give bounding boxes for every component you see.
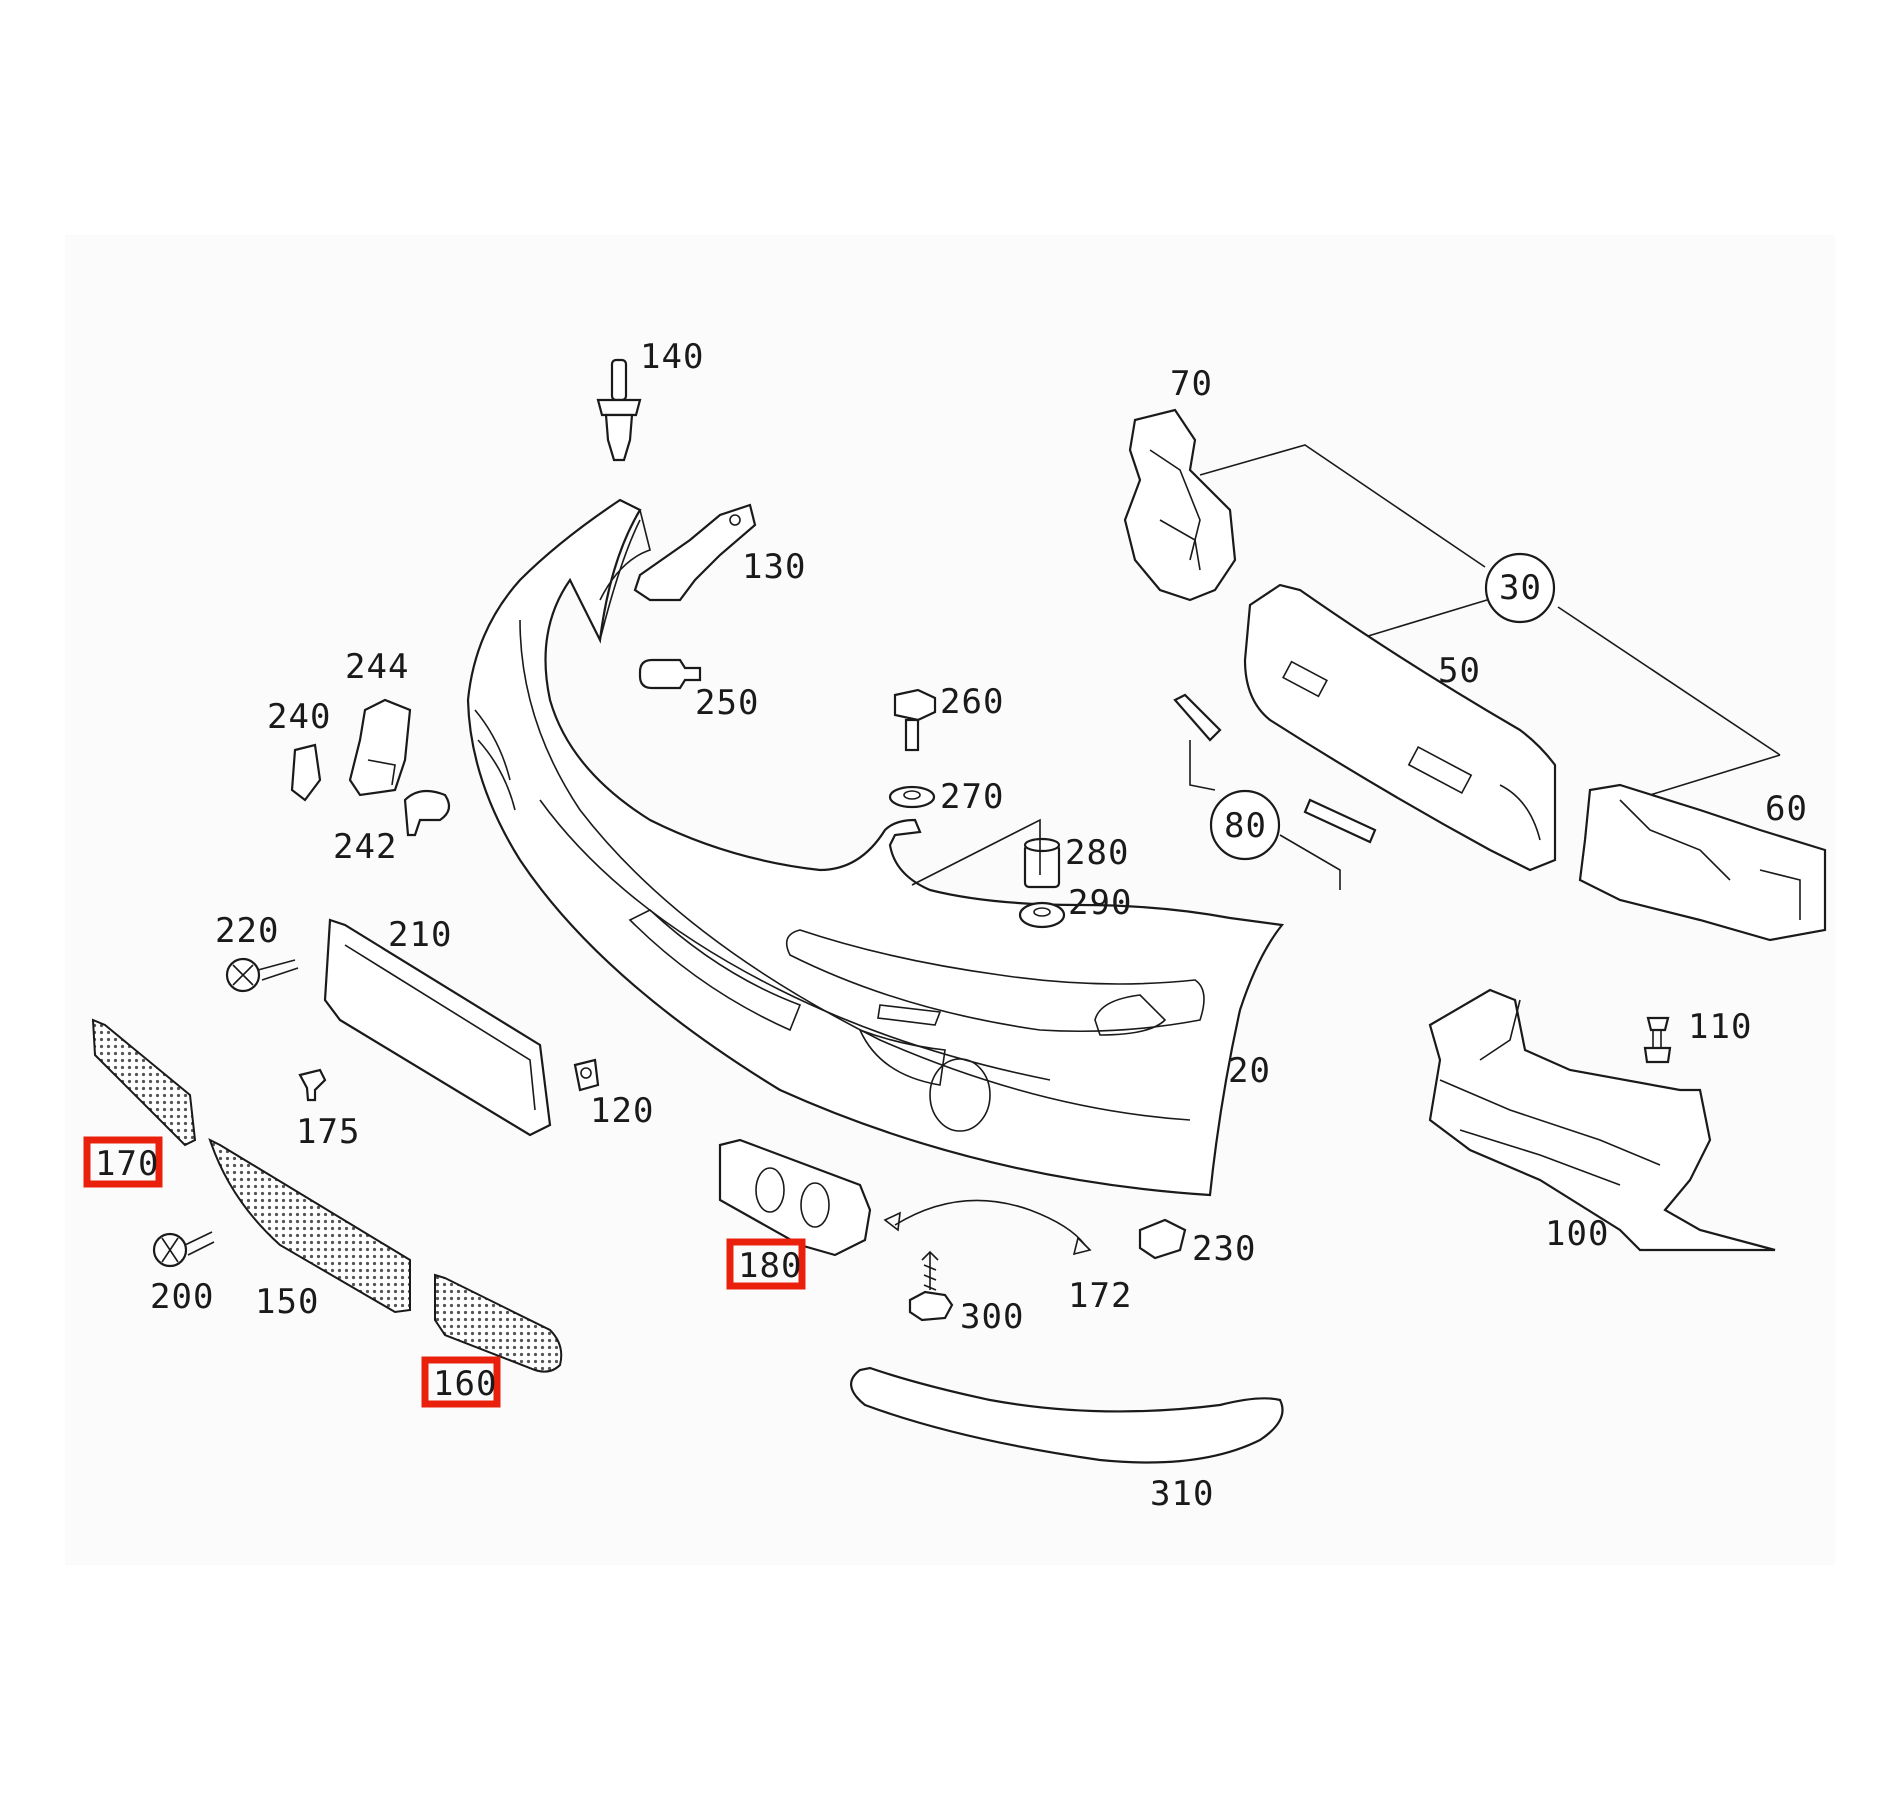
trim-strip-part-310[interactable] [850,1366,1284,1464]
label-200: 200 [150,1277,214,1317]
screw-part-220[interactable] [225,957,299,993]
highlight-box-160 [421,1356,501,1408]
label-120: 120 [590,1091,654,1131]
highlight-box-180 [726,1238,806,1290]
license-plate-base-part-210[interactable] [323,918,552,1137]
label-260: 260 [940,682,1004,722]
washer-part-270[interactable] [888,785,936,809]
assembly-group-30 [1199,444,1781,796]
label-220: 220 [215,911,279,951]
energy-absorber-part-50[interactable] [1243,583,1557,872]
label-270: 270 [940,777,1004,817]
label-160: 160 [433,1364,497,1404]
label-150: 150 [255,1282,319,1322]
label-175: 175 [296,1112,360,1152]
label-310: 310 [1150,1474,1214,1514]
label-170: 170 [95,1144,159,1184]
bumper-cover-part-20[interactable] [466,498,1285,1197]
label-30: 30 [1499,568,1542,608]
direction-arrow-part-172 [883,1199,1092,1256]
highlight-box-170 [83,1136,163,1188]
label-70: 70 [1170,364,1213,404]
nut-part-230[interactable] [1138,1218,1187,1260]
side-grille-part-170[interactable] [91,1018,197,1147]
push-rivet-part-140[interactable] [596,358,642,462]
label-300: 300 [960,1297,1024,1337]
screw-part-200[interactable] [152,1231,215,1268]
label-50: 50 [1438,651,1481,691]
label-60: 60 [1765,789,1808,829]
label-172: 172 [1068,1276,1132,1316]
label-210: 210 [388,915,452,955]
label-244: 244 [345,647,409,687]
label-140: 140 [640,337,704,377]
side-grille-part-160[interactable] [434,1273,563,1373]
label-230: 230 [1192,1229,1256,1269]
label-130: 130 [742,547,806,587]
assembly-group-80 [1173,693,1377,890]
center-grille-part-150[interactable] [208,1138,411,1314]
bracket-part-130[interactable] [633,503,757,602]
nut-part-120[interactable] [573,1058,600,1092]
clip-part-250[interactable] [638,658,702,690]
label-290: 290 [1068,883,1132,923]
label-20: 20 [1228,1051,1271,1091]
tow-hook-cover-part-240[interactable] [290,743,322,802]
clip-part-110[interactable] [1643,1016,1672,1064]
screw-part-300[interactable] [908,1250,954,1322]
label-280: 280 [1065,833,1129,873]
clip-part-175[interactable] [298,1068,327,1102]
label-242: 242 [333,827,397,867]
label-180: 180 [738,1246,802,1286]
mount-bracket-part-60[interactable] [1578,783,1827,942]
label-80: 80 [1224,806,1267,846]
bumper-carrier-part-100[interactable] [1428,988,1776,1252]
tow-hook-cover-bracket-part-244[interactable] [348,698,412,797]
fog-lamp-trim-part-180[interactable] [718,1138,872,1257]
mount-bracket-part-70[interactable] [1123,408,1237,602]
clip-part-242[interactable] [403,789,451,837]
label-240: 240 [267,697,331,737]
nut-part-290[interactable] [1018,901,1066,929]
leader-line-280 [911,818,1041,886]
label-110: 110 [1688,1007,1752,1047]
label-250: 250 [695,683,759,723]
label-100: 100 [1545,1214,1609,1254]
spacer-part-280[interactable] [1023,837,1061,889]
bolt-part-260[interactable] [893,688,937,752]
